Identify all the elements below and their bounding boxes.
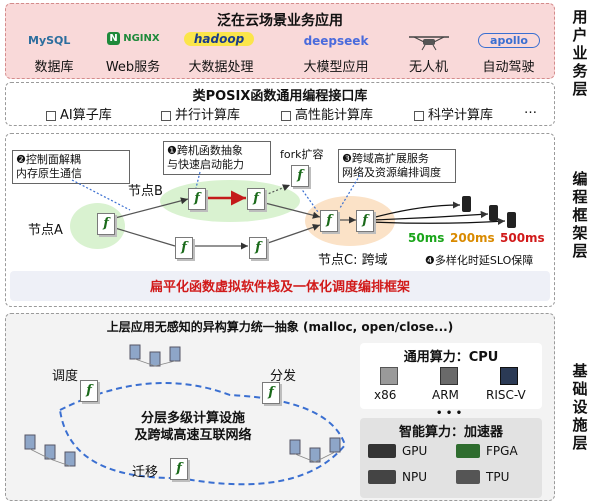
latency-200ms: 200ms [450,231,495,245]
cpu-label-arm: ARM [432,388,459,402]
accelerator-title: 智能算力：加速器 [398,425,503,440]
npu-icon [368,470,396,484]
acc-label-npu: NPU [402,470,427,484]
top-layer-title: 泛在云场景业务应用 [217,13,343,29]
cpu-title: 通用算力：CPU [403,350,499,365]
framework-banner: 扁平化函数虚拟软件栈及一体化调度编排框架 [10,271,550,301]
posix-layer-panel: 类POSIX函数通用编程接口库 AI算子库 并行计算库 高性能计算库 科学计算库… [5,82,555,126]
function-mid-2: f [249,237,267,259]
node-c-label: 节点C: 跨域 [318,253,388,268]
posix-layer-title: 类POSIX函数通用编程接口库 [192,89,368,104]
lib-item-ai: AI算子库 [46,104,112,123]
lib-item-hpc: 高性能计算库 [281,104,373,123]
function-node-a: f [97,213,115,235]
lib-item-scientific: 科学计算库 [414,104,493,123]
latency-50ms: 50ms [408,231,445,245]
ellipsis: • • • [436,408,463,419]
gpu-icon [368,444,396,458]
phone-icon-2 [489,205,498,221]
app-label-bigdata: 大数据处理 [188,60,254,75]
side-label-infra: 基础设施层 [572,362,588,452]
function-node-b-1: f [188,188,206,210]
mysql-logo-icon: MySQL [28,34,71,47]
lib-more: … [524,102,537,117]
app-label-database: 数据库 [34,60,74,75]
infra-layer-title: 上层应用无感知的异构算力统一抽象 (malloc, open/close...) [106,320,454,334]
fork-label: fork扩容 [280,148,324,161]
node-b-label: 节点B [128,184,163,199]
cpu-label-riscv: RISC-V [486,388,526,402]
deepseek-logo-icon: deepseek [303,34,369,48]
app-label-autodrive: 自动驾驶 [482,60,535,75]
function-infra-2: f [262,382,280,404]
cpu-label-x86: x86 [374,388,397,402]
label-dispatch: 分发 [270,369,297,384]
node-a-label: 节点A [28,223,63,238]
apollo-logo-icon: apollo [478,33,540,48]
phone-icon-3 [507,212,516,228]
app-label-web: Web服务 [105,60,161,75]
latency-500ms: 500ms [500,231,545,245]
function-infra-1: f [80,380,98,402]
function-mid-1: f [175,237,193,259]
callout-3: ❸跨域高扩展服务网络及资源编排调度 [338,149,456,183]
callout-1: ❶跨机函数抽象与快速启动能力 [163,141,271,175]
phone-icon-1 [462,196,471,212]
tpu-icon [456,470,480,484]
cpu-chip-icon-2 [440,367,458,385]
function-node-b-2: f [247,188,265,210]
framework-layer-panel [5,133,555,307]
cpu-chip-icon-3 [500,367,518,385]
function-fork: f [291,165,309,187]
label-schedule: 调度 [52,369,79,384]
side-label-user: 用户业务层 [572,8,588,98]
acc-label-tpu: TPU [486,470,510,484]
function-node-c-1: f [320,210,338,232]
acc-label-fpga: FPGA [486,444,518,458]
acc-label-gpu: GPU [402,444,428,458]
nginx-logo-icon: N NGINX [107,32,160,45]
infra-center-text: 分层多级计算设施及跨域高速互联网络 [134,411,252,443]
function-infra-3: f [170,458,188,480]
fpga-icon [456,444,480,458]
label-migrate: 迁移 [132,465,159,480]
app-label-drone: 无人机 [408,60,448,75]
cpu-box: 通用算力：CPU x86 ARM RISC-V [360,343,542,409]
side-label-framework: 编程框架层 [572,170,588,260]
top-layer-panel: 泛在云场景业务应用 MySQL 数据库 N NGINX Web服务 hadoop… [5,3,555,79]
callout-2: ❷控制面解耦内存原生通信 [12,150,130,184]
function-node-c-2: f [356,210,374,232]
cpu-chip-icon [380,367,398,385]
accelerator-box: 智能算力：加速器 GPU FPGA NPU TPU [360,418,542,498]
app-label-llm: 大模型应用 [303,60,369,75]
drone-icon [406,34,452,52]
hadoop-logo-icon: hadoop [184,32,254,46]
callout-4: ❹多样化时延SLO保障 [425,254,534,267]
lib-item-parallel: 并行计算库 [161,104,240,123]
